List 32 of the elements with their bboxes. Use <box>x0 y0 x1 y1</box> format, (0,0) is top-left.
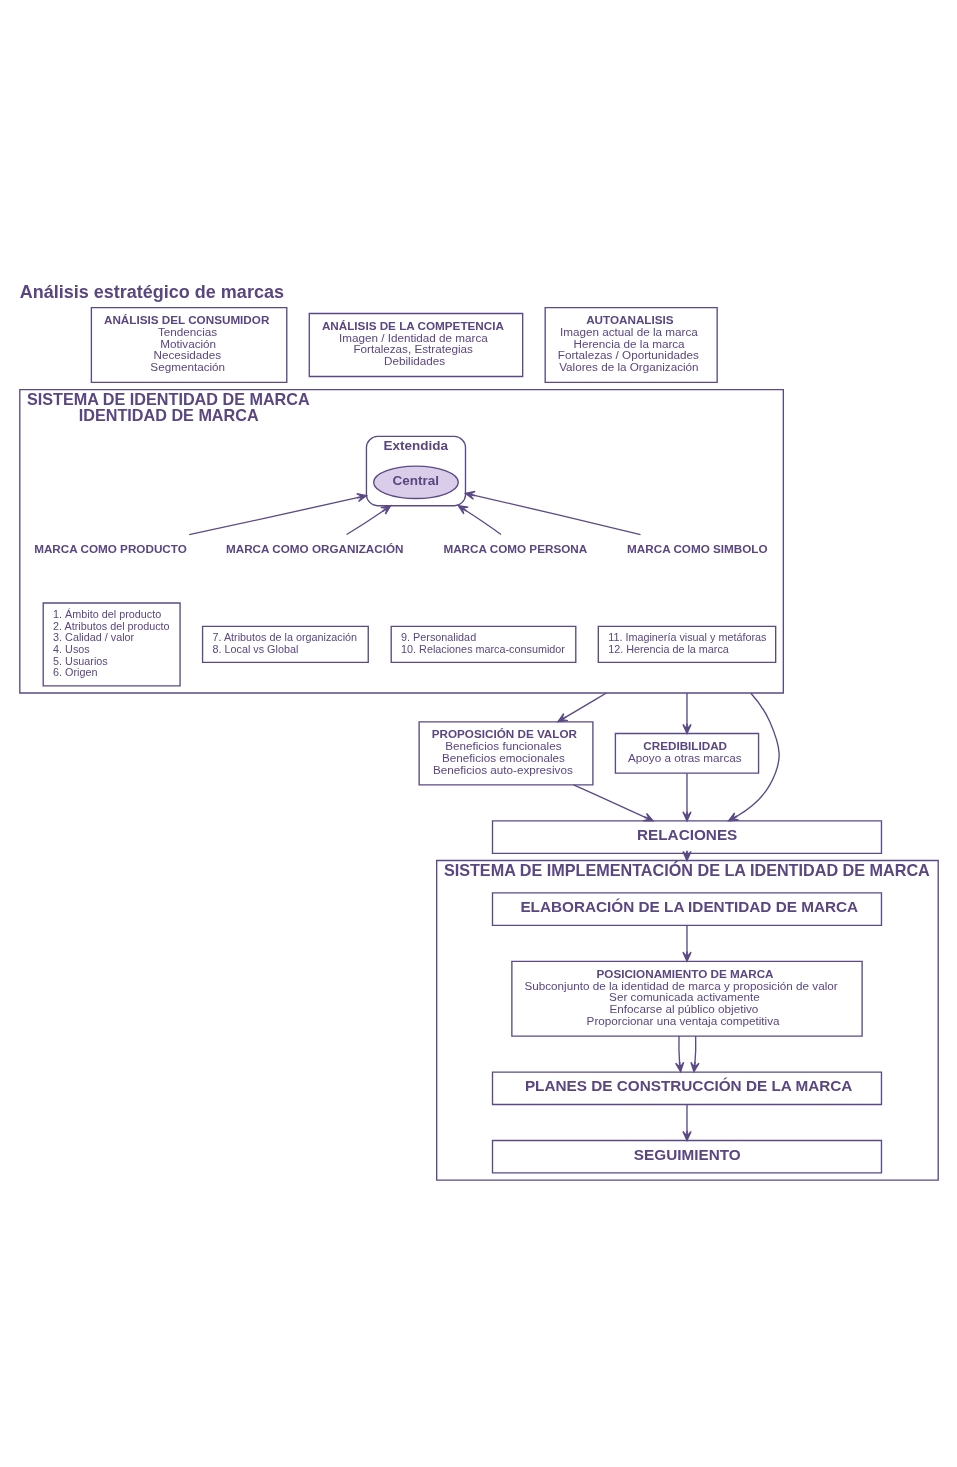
node-text: MARCA COMO PRODUCTO <box>33 541 187 555</box>
node-ellipse: Central <box>372 464 459 499</box>
node-box: ANÁLISIS DEL CONSUMIDOR Tendencias Motivación Necesidades Segmentación <box>90 306 287 383</box>
arrow <box>556 691 607 722</box>
arrow <box>674 1034 684 1072</box>
arrow <box>681 1103 692 1141</box>
node-box: SEGUIMIENTO <box>491 1139 882 1174</box>
node-box: 9. Personalidad 10. Relaciones marca-consumidor <box>390 625 576 663</box>
arrow <box>681 772 692 822</box>
arrow <box>689 1034 700 1072</box>
arrow <box>464 490 641 535</box>
node-box: ELABORACIÓN DE LA IDENTIDAD DE MARCA <box>491 891 882 926</box>
diagram-title: Análisis estratégico de marcas <box>19 281 284 302</box>
arrow <box>727 691 780 821</box>
arrow <box>572 783 654 822</box>
arrow <box>345 504 391 535</box>
node-box: 1. Ámbito del producto 2. Atributos del producto 3. Calidad / valor 4. Usos 5. Usuarios 6. Origen <box>42 601 181 686</box>
arrow <box>457 504 502 535</box>
node-text: MARCA COMO SIMBOLO <box>626 541 768 555</box>
node-box: 11. Imaginería visual y metáforas 12. Herencia de la marca <box>597 625 776 663</box>
node-text: MARCA COMO PERSONA <box>442 541 587 555</box>
node-box: AUTOANALISIS Imagen actual de la marca Herencia de la marca Fortalezas / Oportunidades Valores de la Organización <box>544 306 718 383</box>
node-box: PROPOSICIÓN DE VALOR Beneficios funcionales Beneficios emocionales Beneficios auto-expresivos <box>417 720 594 786</box>
arrow <box>188 492 367 535</box>
arrow <box>681 691 692 734</box>
node-box: CREDIBILIDAD Apoyo a otras marcas <box>614 732 759 774</box>
node-box: PLANES DE CONSTRUCCIÓN DE LA MARCA <box>491 1070 882 1105</box>
node-box: ANÁLISIS DE LA COMPETENCIA Imagen / Identidad de marca Fortalezas, Estrategias Debilidades <box>308 312 523 377</box>
node-box: POSICIONAMIENTO DE MARCA Subconjunto de la identidad de marca y proposición de valor Ser comunicada activamente Enfocarse al público objetivo Proporcionar una ventaja competitiva <box>510 960 863 1037</box>
arrow <box>681 924 692 962</box>
node-box: 7. Atributos de la organización 8. Local vs Global <box>201 625 369 663</box>
node-text: MARCA COMO ORGANIZACIÓN <box>225 541 403 555</box>
